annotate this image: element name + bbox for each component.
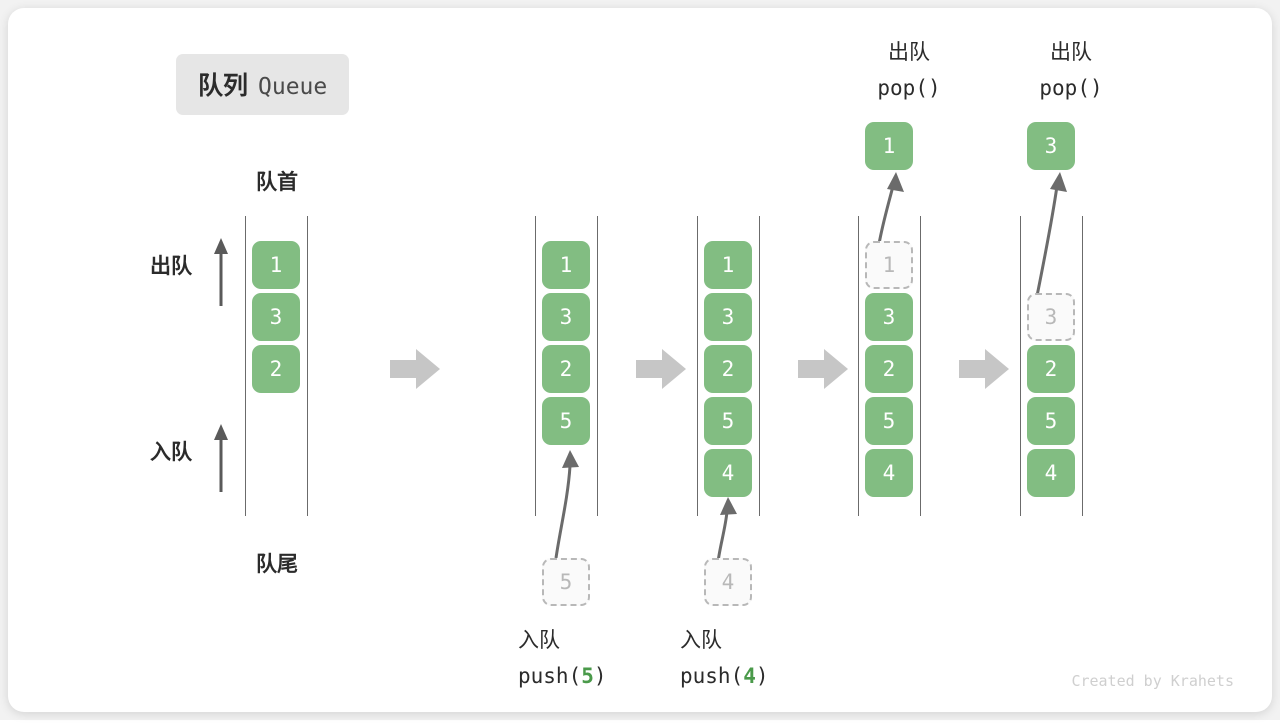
title-chinese: 队列 bbox=[198, 71, 249, 100]
step-arrow-icon bbox=[959, 349, 1009, 389]
incoming-ghost-cell: 4 bbox=[704, 558, 752, 606]
queue-cell: 2 bbox=[1027, 345, 1075, 393]
queue-rail-right bbox=[597, 216, 598, 516]
queue-cell: 1 bbox=[252, 241, 300, 289]
queue-cell: 5 bbox=[542, 397, 590, 445]
push-fn-close: ) bbox=[593, 664, 607, 688]
queue-cell: 4 bbox=[865, 449, 913, 497]
pop-caption-code: pop() bbox=[877, 76, 941, 100]
push-caption-code: push(4) bbox=[680, 658, 880, 694]
pop-caption-code: pop() bbox=[1039, 76, 1103, 100]
queue-rail-right bbox=[307, 216, 308, 516]
enqueue-arrow-icon bbox=[214, 424, 228, 492]
push-fn-name: push( bbox=[518, 664, 582, 688]
queue-rail-left bbox=[697, 216, 698, 516]
outgoing-cell: 3 bbox=[1027, 122, 1075, 170]
pop-caption-cn: 出队 bbox=[1050, 40, 1092, 64]
rear-label: 队尾 bbox=[256, 552, 298, 576]
step-arrow-icon bbox=[390, 349, 440, 389]
pop-motion-arrow-icon bbox=[1035, 172, 1067, 297]
incoming-ghost-cell: 5 bbox=[542, 558, 590, 606]
push-motion-arrow-icon bbox=[554, 450, 579, 559]
title-english: Queue bbox=[258, 74, 328, 100]
dequeue-arrow-icon bbox=[214, 238, 228, 306]
push-caption: 入队 push(5) bbox=[518, 622, 718, 694]
queue-cell: 2 bbox=[704, 345, 752, 393]
step-arrow-icon bbox=[636, 349, 686, 389]
queue-cell: 3 bbox=[865, 293, 913, 341]
push-fn-arg: 5 bbox=[581, 664, 594, 688]
popped-ghost-cell: 1 bbox=[865, 241, 913, 289]
queue-rail-left bbox=[245, 216, 246, 516]
queue-rail-left bbox=[535, 216, 536, 516]
pop-caption: 出队 pop() bbox=[849, 34, 969, 106]
push-caption-cn: 入队 bbox=[680, 628, 722, 652]
push-fn-close: ) bbox=[755, 664, 769, 688]
pop-caption-cn: 出队 bbox=[888, 40, 930, 64]
push-caption: 入队 push(4) bbox=[680, 622, 880, 694]
queue-cell: 2 bbox=[542, 345, 590, 393]
pop-caption: 出队 pop() bbox=[1011, 34, 1131, 106]
queue-cell: 4 bbox=[1027, 449, 1075, 497]
queue-cell: 3 bbox=[704, 293, 752, 341]
enqueue-label: 入队 bbox=[150, 440, 192, 464]
front-label: 队首 bbox=[256, 170, 298, 194]
push-motion-arrow-icon bbox=[716, 497, 737, 563]
step-arrow-icon bbox=[798, 349, 848, 389]
diagram-card: 队列 Queue 队首 队尾 出队 入队 1 3 2 bbox=[8, 8, 1272, 712]
queue-column-after-pop-3: 出队 pop() 3 3 2 5 4 bbox=[995, 8, 1155, 728]
dequeue-label: 出队 bbox=[150, 254, 192, 278]
queue-cell: 3 bbox=[252, 293, 300, 341]
queue-rail-left bbox=[1020, 216, 1021, 516]
push-caption-code: push(5) bbox=[518, 658, 718, 694]
queue-cell: 2 bbox=[252, 345, 300, 393]
queue-rail-right bbox=[759, 216, 760, 516]
queue-rail-right bbox=[920, 216, 921, 516]
queue-cell: 3 bbox=[542, 293, 590, 341]
queue-cell: 5 bbox=[704, 397, 752, 445]
queue-cell: 4 bbox=[704, 449, 752, 497]
queue-column-after-push-5: 1 3 2 5 5 入队 push(5) bbox=[510, 8, 670, 728]
push-fn-name: push( bbox=[680, 664, 744, 688]
credit-text: Created by Krahets bbox=[1071, 672, 1234, 690]
popped-ghost-cell: 3 bbox=[1027, 293, 1075, 341]
queue-cell: 5 bbox=[1027, 397, 1075, 445]
queue-cell: 1 bbox=[704, 241, 752, 289]
queue-rail-left bbox=[858, 216, 859, 516]
queue-rail-right bbox=[1082, 216, 1083, 516]
push-fn-arg: 4 bbox=[743, 664, 756, 688]
queue-cell: 5 bbox=[865, 397, 913, 445]
queue-column-initial: 队首 队尾 出队 入队 1 3 2 bbox=[150, 8, 380, 728]
outgoing-cell: 1 bbox=[865, 122, 913, 170]
push-caption-cn: 入队 bbox=[518, 628, 560, 652]
queue-cell: 1 bbox=[542, 241, 590, 289]
queue-cell: 2 bbox=[865, 345, 913, 393]
title-badge: 队列 Queue bbox=[176, 54, 350, 115]
